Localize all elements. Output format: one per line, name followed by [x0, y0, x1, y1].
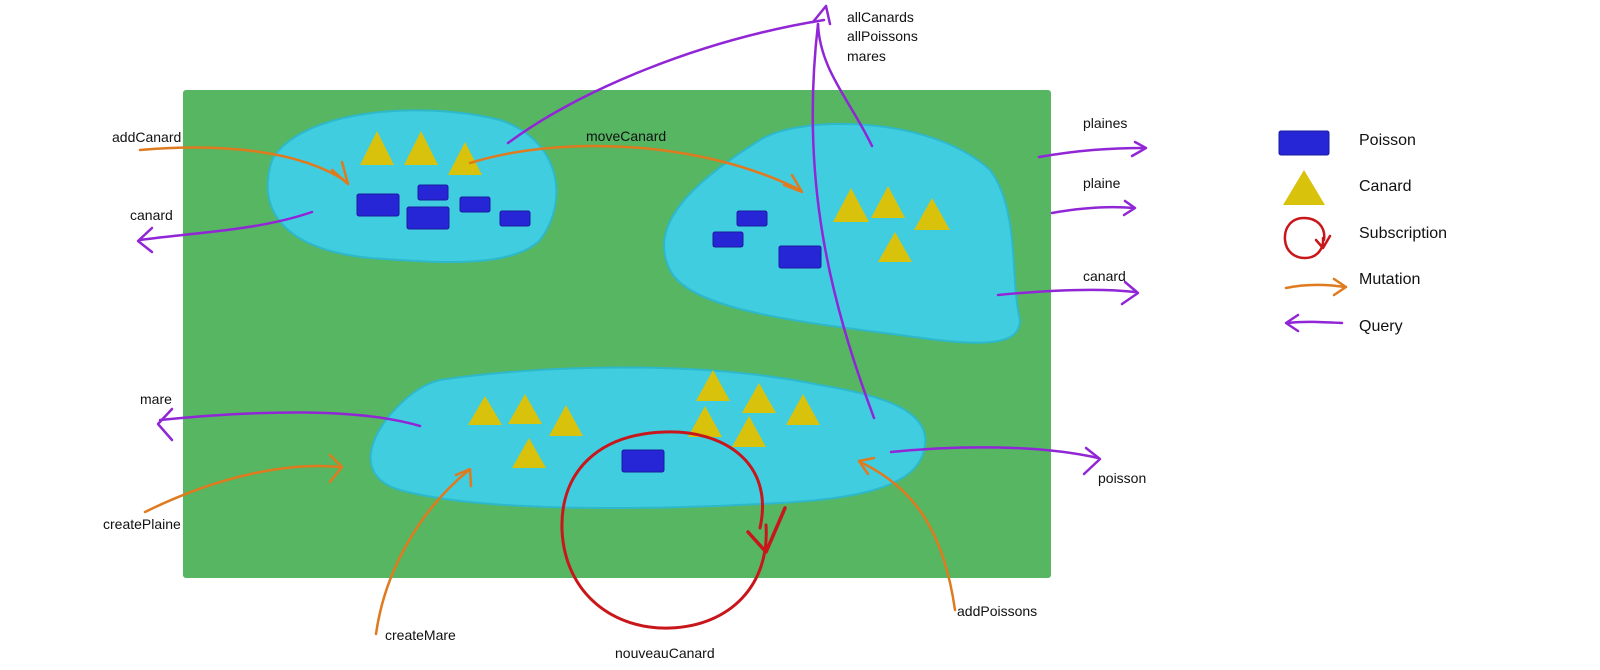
legend-mutation-icon [1284, 283, 1347, 290]
mutation-arrowhead [782, 173, 804, 194]
mare-top-left [266, 109, 558, 264]
legend-poisson-icon [1278, 130, 1330, 156]
mutation-arrow-addpoissons [858, 460, 957, 612]
canard [833, 188, 869, 222]
canard [914, 198, 950, 230]
label-all-poissons: allPoissons [847, 28, 918, 44]
canard [360, 131, 394, 165]
canard [688, 406, 722, 437]
label-create-plaine: createPlaine [103, 516, 181, 532]
canard [508, 394, 542, 424]
query-arrowhead [1122, 199, 1137, 217]
canard [468, 396, 502, 425]
query-arrowhead [811, 4, 832, 26]
label-all-canards: allCanards [847, 9, 914, 25]
legend-subscription-icon [1283, 216, 1326, 260]
legend-canard-label: Canard [1359, 178, 1412, 195]
query-arrowhead [1120, 280, 1140, 306]
legend-subscription-label: Subscription [1359, 225, 1448, 242]
canard [878, 232, 912, 262]
legend-poisson-label: Poisson [1359, 132, 1416, 149]
mutation-arrow-addcanard [138, 146, 349, 184]
label-plaines: plaines [1083, 115, 1128, 131]
label-poisson: poisson [1098, 470, 1147, 486]
query-arrowhead [156, 407, 174, 442]
legend-query-arrowhead [1284, 313, 1300, 333]
mutation-arrowhead [328, 453, 344, 484]
mutation-arrowhead [454, 467, 473, 488]
poisson [356, 193, 400, 217]
label-move-canard: moveCanard [586, 128, 667, 144]
canard [786, 394, 820, 425]
query-arrow-poisson [889, 446, 1100, 460]
mare-top-right [663, 122, 1022, 344]
query-arrow-canard-right [996, 288, 1137, 297]
mutation-arrowhead [857, 456, 876, 476]
legend-canard-icon [1283, 170, 1325, 205]
canard [549, 405, 583, 436]
label-plaine: plaine [1083, 175, 1121, 191]
query-arrow-allcanards [506, 18, 826, 145]
mutation-arrow-createmare [374, 468, 471, 636]
subscription-arrowhead [746, 506, 787, 554]
label-add-poissons: addPoissons [957, 603, 1038, 619]
poisson [621, 449, 665, 473]
query-arrowhead [1082, 446, 1102, 476]
label-mare: mare [140, 391, 172, 407]
query-arrow-mares [816, 22, 874, 148]
canard [871, 186, 905, 218]
legend-mutation-arrowhead [1332, 277, 1348, 297]
query-arrow-plaines [1037, 146, 1147, 159]
subscription-loop [560, 430, 768, 630]
query-arrow-mare [158, 411, 422, 428]
legend-mutation-label: Mutation [1359, 271, 1421, 288]
legend-subscription-arrowhead [1314, 234, 1332, 250]
poisson [712, 231, 744, 248]
canard [404, 131, 438, 165]
label-canard-left: canard [130, 207, 173, 223]
mutation-arrowhead [330, 160, 350, 186]
canard [512, 438, 546, 468]
label-mares: mares [847, 48, 886, 64]
poisson [499, 210, 531, 227]
legend-query-label: Query [1359, 318, 1403, 335]
label-add-canard: addCanard [112, 129, 182, 145]
canard [448, 142, 482, 175]
label-canard-right: canard [1083, 268, 1126, 284]
canard [742, 383, 776, 413]
canard [732, 416, 766, 447]
query-arrow-mare-bottom-up [811, 22, 876, 420]
label-create-mare: createMare [385, 627, 456, 643]
poisson [736, 210, 768, 227]
legend-query-icon [1286, 320, 1344, 325]
query-arrow-canard-left [138, 210, 314, 242]
query-arrow-plaine [1050, 206, 1136, 215]
query-arrowhead [1130, 140, 1148, 158]
poisson [406, 206, 450, 230]
label-nouveau-canard: nouveauCanard [615, 645, 715, 661]
mutation-arrow-movecanard [468, 144, 802, 192]
canard [696, 370, 730, 401]
mare-bottom [369, 366, 927, 509]
poisson [417, 184, 449, 201]
query-arrowhead [136, 226, 154, 254]
poisson [778, 245, 822, 269]
mutation-arrow-createplaine [143, 464, 342, 514]
poisson [459, 196, 491, 213]
